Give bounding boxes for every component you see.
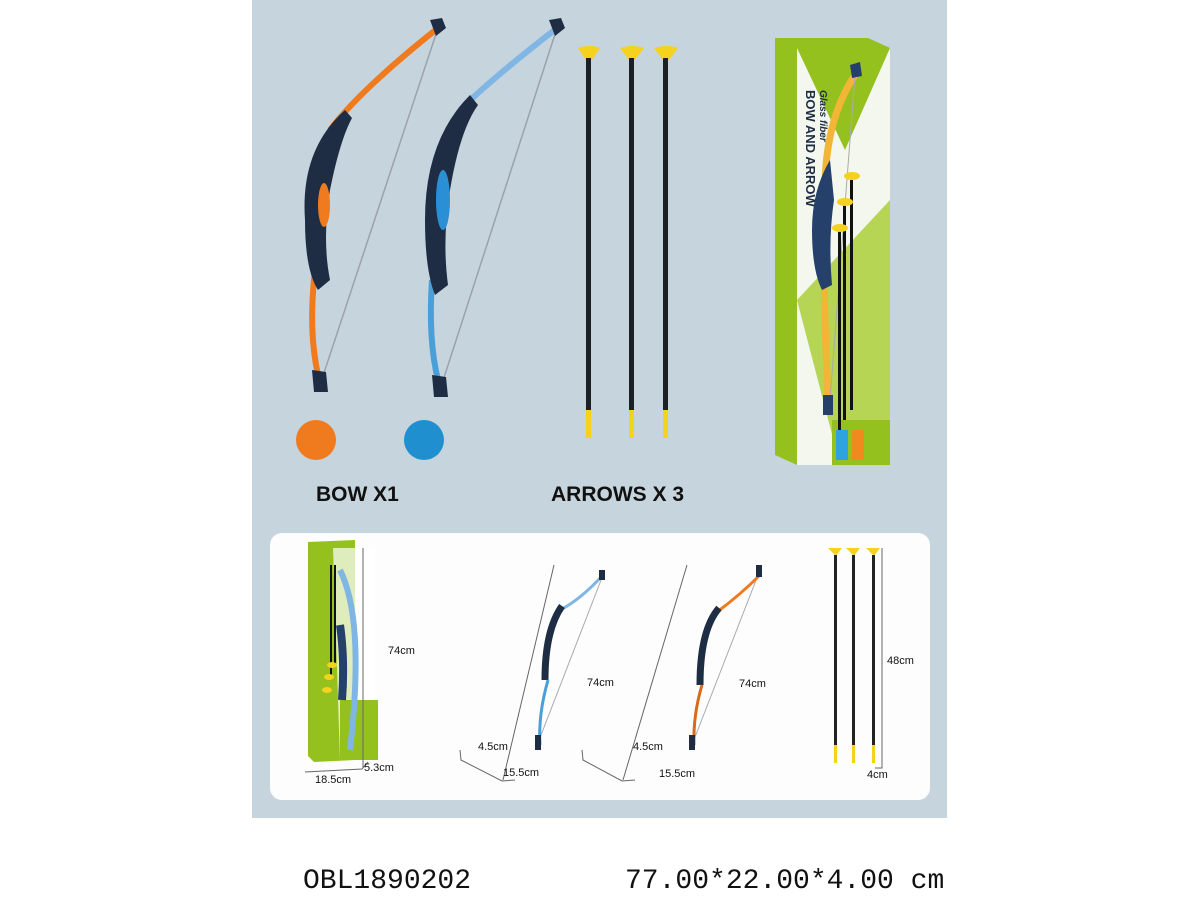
arrows-small-image [828,548,880,763]
orange-bow-small-image [689,565,762,751]
dimension-lines [304,548,883,782]
color-swatch-orange [296,420,336,460]
color-swatch-blue [404,420,444,460]
arrows-image [578,46,678,438]
arrows-quantity-label: ARROWS X 3 [551,483,684,506]
box-title: BOW AND ARROW [803,90,818,207]
box-width-label: 18.5cm [315,774,351,786]
arrow-length-label: 48cm [887,655,914,667]
arrow-width-label: 4cm [867,769,888,781]
item-code: OBL1890202 [303,866,471,897]
package-size: 77.00*22.00*4.00 cm [625,866,944,897]
blue-bow-small-image [535,570,605,750]
box-depth-label: 5.3cm [364,762,394,774]
blue-bow-height-label: 74cm [587,677,614,689]
blue-bow-width-label: 15.5cm [503,767,539,779]
blue-bow-image [425,18,565,397]
box-subtitle: Glass fiber [817,90,828,143]
orange-bow-height-label: 74cm [739,678,766,690]
box-height-label: 74cm [388,645,415,657]
package-box-image: Glass fiber BOW AND ARROW [775,38,890,465]
small-box-image [308,540,378,762]
blue-bow-depth-label: 4.5cm [478,741,508,753]
orange-bow-width-label: 15.5cm [659,768,695,780]
dimension-card [270,533,930,800]
orange-bow-depth-label: 4.5cm [633,741,663,753]
bow-quantity-label: BOW X1 [316,483,399,506]
orange-bow-image [304,18,446,392]
